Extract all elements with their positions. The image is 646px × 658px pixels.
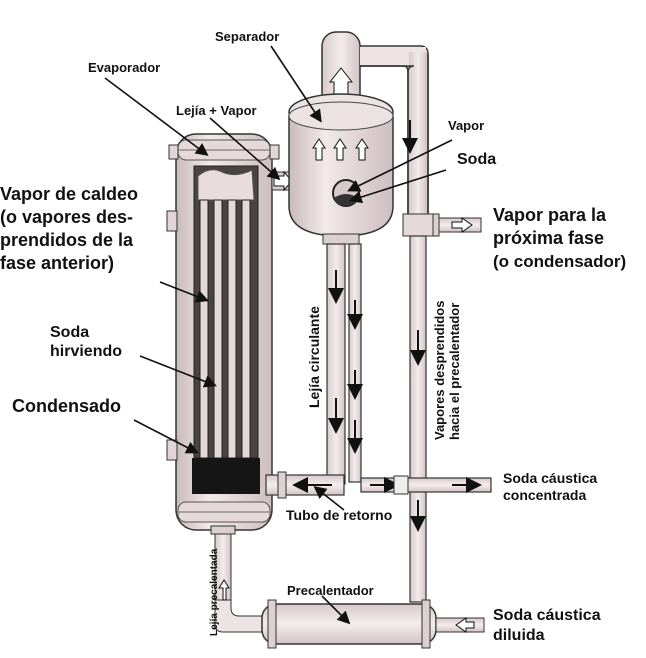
vapores-desprendidos-line-2: hacia el precalentador: [447, 302, 462, 440]
label-separador: Separador: [215, 29, 280, 44]
vapor-proxima-line-1: Vapor para la: [493, 205, 607, 225]
label-precalentador: Precalentador: [287, 583, 374, 598]
label-tubo-retorno: Tubo de retorno: [286, 507, 393, 523]
label-lejia-precalentada: Lejía precalentada: [209, 548, 220, 636]
label-vapor-caldeo: Vapor de caldeo (o vapores des- prendido…: [0, 183, 138, 275]
leader-lines: [104, 45, 453, 625]
return-pipe: [265, 471, 492, 499]
evaporator-body: [166, 133, 280, 531]
label-vapores-desprendidos: Vapores desprendidos hacia el precalenta…: [432, 301, 462, 440]
label-condensado: Condensado: [12, 396, 122, 416]
condensate-pool: [192, 458, 260, 494]
soda-concentrada-line-2: concentrada: [503, 487, 587, 503]
vapor-proxima-line-2: próxima fase: [493, 228, 605, 248]
label-lejia-vapor: Lejía + Vapor: [176, 103, 257, 118]
label-soda-hirviendo: Soda hirviendo: [50, 323, 122, 361]
soda-diluida-line-1: Soda cáustica: [493, 607, 601, 624]
label-vapor-proxima-fase: Vapor para la próxima fase (o condensado…: [493, 204, 626, 273]
soda-diluida-line-2: diluida: [493, 627, 545, 644]
circulating-liquor-pipes: [326, 243, 363, 485]
vapor-caldeo-line-2: (o vapores des-: [0, 207, 134, 227]
vapor-caldeo-line-3: prendidos de la: [0, 230, 134, 250]
vapor-proxima-line-3: (o condensador): [493, 252, 627, 271]
preheater-vessel: [261, 599, 485, 649]
soda-hirviendo-line-2: hirviendo: [50, 343, 123, 360]
label-lejia-circulante: Lejía circulante: [306, 306, 322, 408]
label-soda-caustica-concentrada: Soda cáustica concentrada: [503, 470, 597, 504]
vapor-caldeo-line-1: Vapor de caldeo: [0, 184, 139, 204]
label-soda-caustica-diluida: Soda cáustica diluida: [493, 606, 601, 646]
label-soda: Soda: [457, 151, 497, 168]
preheated-liquor-pipe: [210, 525, 263, 633]
label-vapor: Vapor: [448, 118, 485, 133]
soda-concentrada-line-1: Soda cáustica: [503, 470, 598, 486]
label-evaporador: Evaporador: [88, 60, 161, 75]
vapor-caldeo-line-4: fase anterior): [0, 253, 115, 273]
vapores-desprendidos-line-1: Vapores desprendidos: [432, 300, 447, 440]
soda-hirviendo-line-1: Soda: [50, 324, 90, 341]
